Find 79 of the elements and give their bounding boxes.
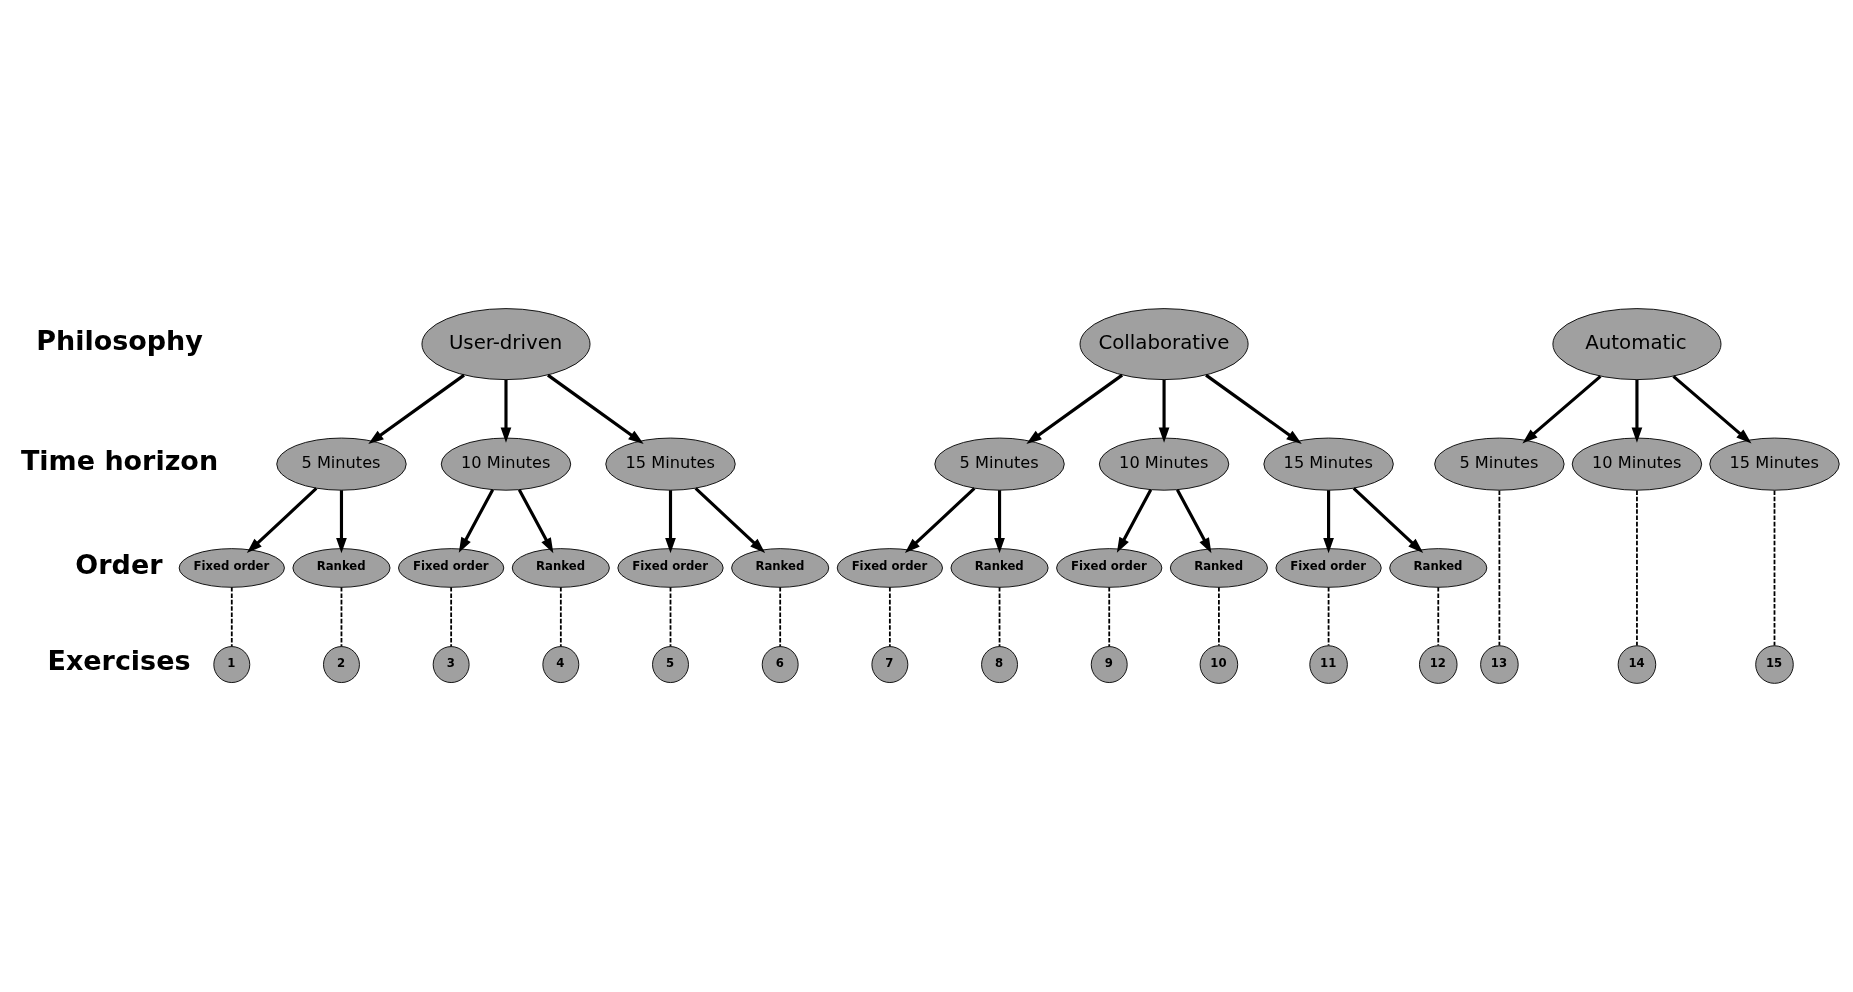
node-ellipse: Ranked — [1169, 548, 1268, 588]
node-circle: 8 — [981, 646, 1018, 683]
arrow — [1158, 379, 1170, 443]
label: Exercises — [47, 645, 191, 677]
node-circle: 10 — [1199, 645, 1239, 684]
connector — [340, 586, 343, 648]
node-circle: 11 — [1309, 645, 1348, 684]
node-circle: 15 — [1755, 645, 1794, 684]
node-circle: 9 — [1090, 646, 1128, 683]
node-ellipse: Fixed order — [617, 548, 724, 588]
connector — [1636, 489, 1638, 647]
node-circle: 6 — [761, 646, 799, 683]
node-circle: 13 — [1480, 645, 1519, 684]
connector — [1498, 489, 1501, 647]
node-circle: 1 — [213, 646, 251, 683]
connector — [888, 586, 891, 648]
node-ellipse: 15 Minutes — [1709, 437, 1840, 491]
connector — [779, 586, 782, 648]
arrow — [904, 487, 976, 554]
connector — [450, 586, 453, 648]
arrow — [1323, 490, 1334, 554]
node-circle: 4 — [542, 646, 580, 683]
node-ellipse: Fixed order — [1275, 548, 1382, 588]
node-ellipse: 10 Minutes — [440, 437, 572, 491]
node-ellipse: 10 Minutes — [1098, 437, 1230, 491]
connector — [998, 586, 1001, 648]
arrow — [458, 489, 495, 553]
label: Time horizon — [20, 444, 219, 476]
arrow — [1205, 373, 1302, 444]
node-ellipse: 5 Minutes — [934, 437, 1065, 491]
connector — [1218, 586, 1220, 647]
node-ellipse: 5 Minutes — [276, 437, 407, 491]
node-circle: 5 — [652, 646, 689, 683]
node-circle: 7 — [871, 646, 909, 683]
node-ellipse: 15 Minutes — [605, 437, 736, 491]
arrow — [694, 487, 766, 554]
node-ellipse: 15 Minutes — [1263, 437, 1394, 491]
node-ellipse: Ranked — [1389, 548, 1488, 588]
node-ellipse: Fixed order — [178, 548, 285, 588]
connector — [1773, 489, 1776, 647]
node-ellipse: Ranked — [950, 548, 1049, 588]
node-ellipse: Automatic — [1552, 308, 1722, 381]
node-circle: 12 — [1419, 645, 1458, 684]
node-ellipse: User-driven — [421, 308, 591, 381]
arrow — [665, 490, 676, 554]
arrow — [517, 489, 554, 554]
arrow — [500, 379, 512, 443]
node-ellipse: Ranked — [292, 548, 391, 588]
arrow — [368, 373, 465, 444]
connector — [1437, 586, 1440, 647]
node-ellipse: Fixed order — [398, 548, 505, 588]
node-circle: 3 — [432, 646, 470, 683]
node-ellipse: Fixed order — [836, 548, 943, 588]
arrow — [246, 487, 318, 554]
connector — [669, 586, 672, 648]
node-ellipse: Ranked — [731, 548, 830, 588]
node-ellipse: Fixed order — [1056, 548, 1163, 588]
arrow — [1631, 379, 1643, 443]
node-circle: 14 — [1617, 645, 1657, 684]
connector — [559, 586, 562, 648]
node-ellipse: Collaborative — [1079, 308, 1249, 381]
arrow — [1352, 487, 1424, 554]
arrow — [1175, 489, 1212, 554]
connector — [1327, 586, 1330, 647]
node-circle: 2 — [323, 646, 360, 683]
connector — [1108, 586, 1111, 648]
node-ellipse: 10 Minutes — [1571, 437, 1703, 491]
connector — [230, 586, 233, 648]
arrow — [1026, 373, 1124, 444]
arrow — [1672, 375, 1752, 444]
arrow — [547, 373, 644, 444]
arrow — [1522, 375, 1602, 444]
arrow — [1116, 489, 1153, 553]
arrow — [336, 490, 347, 554]
node-ellipse: 5 Minutes — [1434, 437, 1565, 491]
arrow — [994, 490, 1005, 554]
label: Philosophy — [36, 324, 203, 356]
label: Order — [75, 548, 163, 580]
node-ellipse: Ranked — [511, 548, 610, 588]
